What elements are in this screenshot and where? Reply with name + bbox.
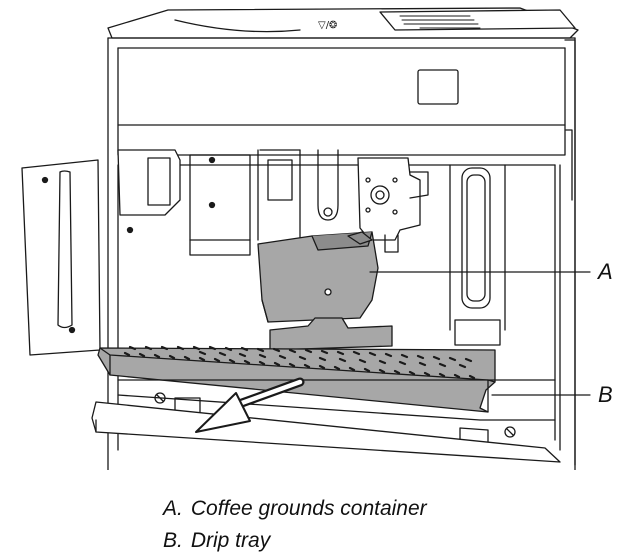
callout-label-b: B [598, 382, 613, 407]
legend-item-b: B. Drip tray [163, 529, 270, 553]
left-column [117, 149, 251, 256]
svg-text:▽/❂: ▽/❂ [318, 20, 337, 31]
coffee-grounds-container [257, 231, 379, 323]
pull-out-arrow [195, 377, 305, 433]
brewing-unit [257, 149, 429, 253]
legend-text: Coffee grounds container [190, 497, 427, 520]
legend-letter: A. [163, 497, 183, 520]
side-reservoir [449, 164, 506, 346]
legend-letter: B. [163, 529, 183, 552]
lower-front-panel [91, 379, 561, 463]
display-panel [417, 69, 459, 105]
machine-top-cover: ▽/❂ [107, 7, 579, 39]
open-side-door [21, 159, 101, 356]
legend-text: Drip tray [190, 529, 271, 552]
callout-label-a: A [598, 259, 613, 284]
legend-item-a: A. Coffee grounds container [163, 497, 427, 521]
coffee-machine-illustration: ▽/❂ [21, 7, 591, 470]
machine-housing [107, 37, 576, 470]
